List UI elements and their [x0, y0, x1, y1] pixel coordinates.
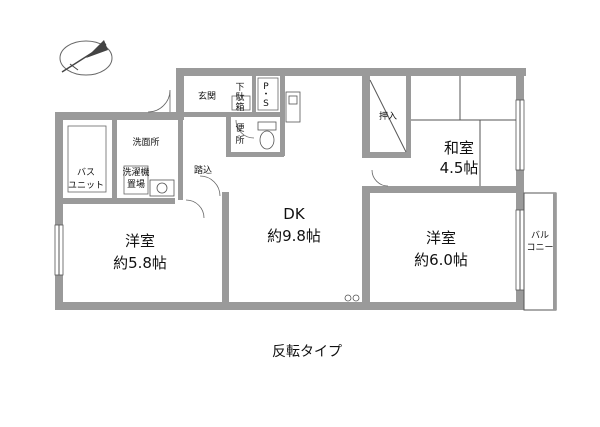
north-arrow-icon — [59, 40, 113, 76]
balcony — [523, 192, 557, 311]
laundry-label-line2: 置場 — [127, 178, 145, 190]
toilet-label-line2: 所 — [235, 135, 244, 146]
balcony-label-line1: バル — [531, 230, 549, 241]
plan-caption: 反転タイプ — [272, 344, 342, 360]
entrance-label: 玄関 — [198, 90, 216, 102]
doors — [147, 89, 389, 219]
interior-walls — [63, 76, 518, 304]
ldk-size: 約9.8帖 — [267, 227, 321, 245]
shoebox-label-line1: 下 — [235, 83, 244, 93]
windows — [54, 99, 525, 291]
step-label: 踏込 — [194, 164, 212, 176]
bath-label-line2: ユニット — [68, 181, 104, 191]
fixtures — [67, 77, 360, 302]
western-left-size: 約5.8帖 — [113, 254, 167, 272]
western-left-name: 洋室 — [125, 232, 155, 250]
shoebox-label-line3: 箱 — [235, 101, 244, 113]
japanese-room-name: 和室 — [444, 139, 474, 157]
closet-diagonal — [369, 79, 407, 153]
ps-label-line3: S — [263, 99, 269, 109]
western-right-name: 洋室 — [426, 229, 456, 247]
tatami-lines — [411, 76, 516, 186]
ldk-name: DK — [283, 205, 306, 223]
ps-label-line1: P — [263, 82, 269, 92]
shoebox-label-line2: 駄 — [235, 91, 244, 103]
balcony-label-line2: コニー — [526, 243, 553, 253]
laundry-label-line1: 洗濯機 — [122, 166, 149, 178]
closet-label: 押入 — [379, 110, 397, 122]
outer-walls — [55, 68, 526, 310]
toilet-label-line1: 便 — [235, 122, 244, 134]
ps-label-line2: ・ — [261, 90, 270, 100]
bath-label-line1: バス — [77, 167, 95, 178]
japanese-room-size: 4.5帖 — [440, 159, 479, 177]
western-right-size: 約6.0帖 — [414, 251, 468, 269]
washroom-label: 洗面所 — [132, 136, 159, 148]
